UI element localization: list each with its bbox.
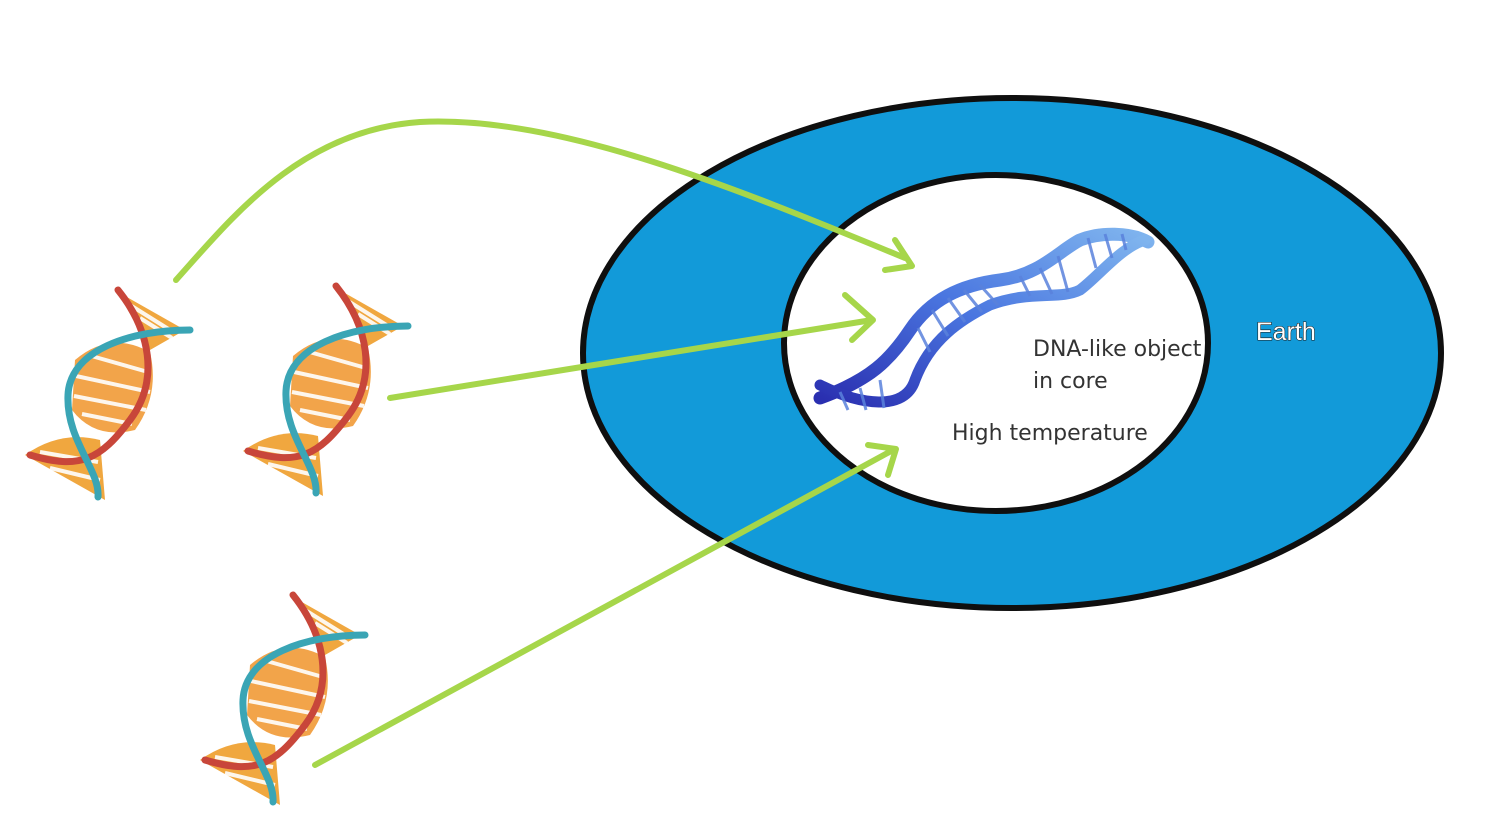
arrow-top xyxy=(173,118,908,283)
earth-core xyxy=(781,172,1211,514)
arrow-middle-head xyxy=(842,292,876,343)
core-label-line2: in core xyxy=(1033,369,1108,394)
dna-icon xyxy=(243,286,408,496)
arrow-middle xyxy=(387,317,875,401)
arrow-top-head xyxy=(882,237,915,273)
dna-icon xyxy=(25,290,190,500)
dna-icon xyxy=(200,595,365,805)
arrow-bottom-head xyxy=(865,442,899,478)
core-dna-icon xyxy=(813,227,1155,411)
arrow-bottom xyxy=(312,447,896,768)
temperature-label: High temperature xyxy=(952,421,1148,446)
earth-label: Earth xyxy=(1256,318,1316,346)
core-label-line1: DNA-like object xyxy=(1033,337,1202,362)
